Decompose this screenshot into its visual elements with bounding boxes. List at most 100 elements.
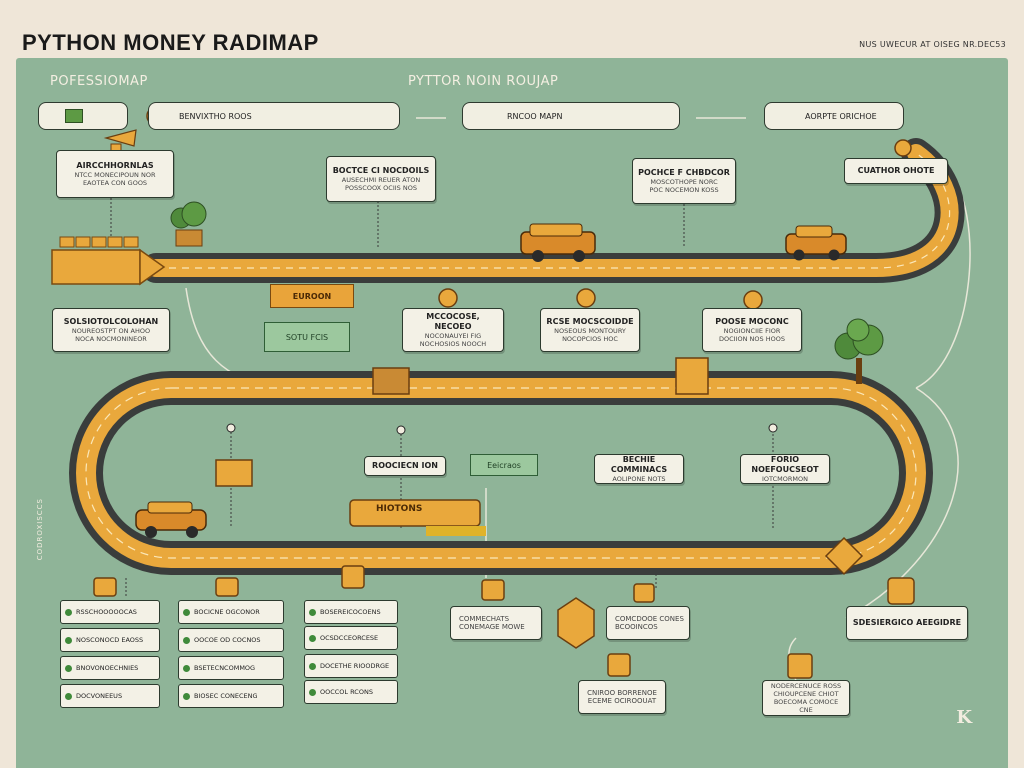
top-label-2-sub1: AUSECHMI REUER ATON (341, 176, 421, 184)
check-dot-icon (183, 664, 190, 672)
top-label-2-sub2: POSSCOOX OCIIS NOS (345, 184, 417, 192)
car-icon-top-2 (785, 225, 847, 261)
loop-label-3-sub1: AOLIPONE NOTS (612, 475, 666, 483)
check-dot-icon (309, 662, 316, 670)
loop-label-1: ROOCIECN ION (364, 456, 446, 476)
check-dot-icon (183, 608, 190, 616)
roadmap-board: POFESSIOMAP PYTTOR NOIN ROUJAP BENVIXTHO… (16, 58, 1008, 768)
bottom-card-2-line1: COMCDOOE CONES (615, 615, 684, 623)
list-3-item-3: DOCETHE RIOODRGE (304, 654, 398, 678)
mid-label-3: RCSE MOCSCOIDDE NOSEOUS MONTOURY NOCOPCI… (540, 308, 640, 352)
top-pill-3-label: AORPTE ORICHOE (805, 111, 877, 121)
mid-orange-tag: EUROON (270, 284, 354, 308)
list-2-item-4: BIOSEC CONECENG (178, 684, 284, 708)
top-pill-2-label: RNCOO MAPN (507, 111, 563, 121)
top-pill-1-label: BENVIXTHO ROOS (179, 111, 252, 121)
top-pill-start (38, 102, 128, 130)
list-2-item-3-text: BSETECNCOMMOG (194, 664, 256, 672)
top-label-2: BOCTCE CI NOCDOILS AUSECHMI REUER ATON P… (326, 156, 436, 202)
tree-icon-left (170, 201, 207, 247)
top-pill-1: BENVIXTHO ROOS (148, 102, 400, 130)
loop-label-4: FORIO NOEFOUCSEOT IOTCMORMON (740, 454, 830, 484)
corner-logo-mark: K (956, 707, 972, 728)
mid-label-3-sub1: NOSEOUS MONTOURY (554, 327, 626, 335)
bottom-card-2-line2: BCOOINCOS (615, 623, 658, 631)
bottom-card-1: COMMECHATS CONEMAGE MOWE (450, 606, 542, 640)
mid-label-3-title: RCSE MOCSCOIDDE (546, 317, 634, 326)
top-label-1-title: AIRCCHHORNLAS (76, 161, 154, 170)
mid-label-1: SOLSIOTOLCOLOHAN NOUREOSTPT ON AHOO NOCA… (52, 308, 170, 352)
bottom-card-5-line3: BOECOMA COMOCE CNE (773, 698, 839, 714)
top-label-3: POCHCE F CHBDCOR MOSCOTHOPE NORC POC NOC… (632, 158, 736, 204)
bus-label: HIOTONS (376, 504, 423, 514)
list-3-item-2-text: OCSDCCEORCESE (320, 634, 379, 642)
mid-label-1-title: SOLSIOTOLCOLOHAN (63, 317, 159, 326)
bottom-card-3: CNIROO BORRENOE ECEME OCIROOUAT (578, 680, 666, 714)
top-pill-2: RNCOO MAPN (462, 102, 680, 130)
bottom-card-5-line2: CHIOUPCENE CHIOT (773, 690, 839, 698)
top-label-1: AIRCCHHORNLAS NTCC MONECIPOUN NOR EAOTEA… (56, 150, 174, 198)
list-3-item-4: OOCCOL RCONS (304, 680, 398, 704)
top-label-4: CUATHOR OHOTE (844, 158, 948, 184)
loop-label-4-sub1: IOTCMORMON (762, 475, 808, 483)
check-dot-icon (65, 692, 72, 700)
car-icon-loop (135, 501, 207, 538)
side-vertical-text: CODROXISCCS (36, 498, 44, 561)
car-icon-top-1 (520, 223, 596, 262)
list-3-item-2: OCSDCCEORCESE (304, 626, 398, 650)
tree-icon-right (834, 318, 884, 384)
loop-label-3: BECHIE COMMINACS AOLIPONE NOTS (594, 454, 684, 484)
bottom-card-1-line2: CONEMAGE MOWE (459, 623, 525, 631)
mid-label-4: POOSE MOCONC NOGIONCIIE FIOR DOCIION NOS… (702, 308, 802, 352)
list-1-item-1-text: RSSCHOOOOOCAS (76, 608, 137, 616)
list-2-item-1: BOCICNE OGCONOR (178, 600, 284, 624)
list-2-item-2: OOCOE OD COCNOS (178, 628, 284, 652)
mid-label-4-title: POOSE MOCONC (715, 317, 789, 326)
bottom-card-5-line1: NODERCENUCE ROSS (770, 682, 842, 690)
top-label-2-title: BOCTCE CI NOCDOILS (332, 166, 430, 175)
mid-label-1-sub1: NOUREOSTPT ON AHOO (71, 327, 151, 335)
bottom-card-5: NODERCENUCE ROSS CHIOUPCENE CHIOT BOECOM… (762, 680, 850, 716)
loop-label-2: Eeicraos (470, 454, 538, 476)
corner-note: NUS UWECUR AT OISEG NR.DEC53 (859, 40, 1006, 49)
list-1-item-4-text: DOCVONEEUS (76, 692, 123, 700)
list-2-item-3: BSETECNCOMMOG (178, 656, 284, 680)
list-1-item-3-text: BNOVONOECHNIES (76, 664, 139, 672)
list-3-item-4-text: OOCCOL RCONS (320, 688, 373, 696)
mid-label-2-title: MCCOCOSE, NECOEO (426, 312, 480, 331)
list-3-item-1: BOSEREICOCOENS (304, 600, 398, 624)
list-3-item-1-text: BOSEREICOCOENS (320, 608, 381, 616)
check-dot-icon (309, 688, 316, 696)
list-3-item-3-text: DOCETHE RIOODRGE (320, 662, 390, 670)
mid-label-3-sub2: NOCOPCIOS HOC (562, 335, 618, 343)
bottom-card-3-line1: CNIROO BORRENOE (587, 689, 657, 697)
loop-label-4-title: FORIO NOEFOUCSEOT (751, 455, 819, 474)
money-icon (65, 109, 83, 123)
list-1-item-2-text: NOSCONOCD EAOSS (76, 636, 144, 644)
list-1-item-2: NOSCONOCD EAOSS (60, 628, 160, 652)
bottom-card-2: COMCDOOE CONES BCOOINCOS (606, 606, 690, 640)
list-2-item-2-text: OOCOE OD COCNOS (194, 636, 261, 644)
bottom-card-3-line2: ECEME OCIROOUAT (587, 697, 657, 705)
mid-label-4-sub2: DOCIION NOS HOOS (719, 335, 785, 343)
top-label-3-title: POCHCE F CHBDCOR (638, 168, 730, 177)
bottom-card-4: SDESIERGICO AEEGIDRE (846, 606, 968, 640)
section-center-title: PYTTOR NOIN ROUJAP (408, 74, 559, 89)
page-title: PYTHON MONEY RADIMAP (22, 30, 319, 55)
mid-label-4-sub1: NOGIONCIIE FIOR (723, 327, 781, 335)
mid-label-2-sub1: NOCONAUYEI FIG (424, 332, 482, 340)
check-dot-icon (65, 636, 72, 644)
section-left-title: POFESSIOMAP (50, 74, 148, 89)
list-1-item-4: DOCVONEEUS (60, 684, 160, 708)
top-pill-3: AORPTE ORICHOE (764, 102, 904, 130)
top-label-1-sub2: EAOTEA CON GOOS (82, 179, 148, 187)
check-dot-icon (183, 636, 190, 644)
check-dot-icon (309, 634, 316, 642)
check-dot-icon (65, 608, 72, 616)
mid-label-2-sub2: NOCHOSIOS NOOCH (419, 340, 487, 348)
loop-label-1-title: ROOCIECN ION (372, 461, 438, 470)
top-label-3-sub2: POC NOCEMON KOSS (649, 186, 719, 194)
check-dot-icon (309, 608, 316, 616)
check-dot-icon (183, 692, 190, 700)
mid-green-tag: SOTU FCIS (264, 322, 350, 352)
